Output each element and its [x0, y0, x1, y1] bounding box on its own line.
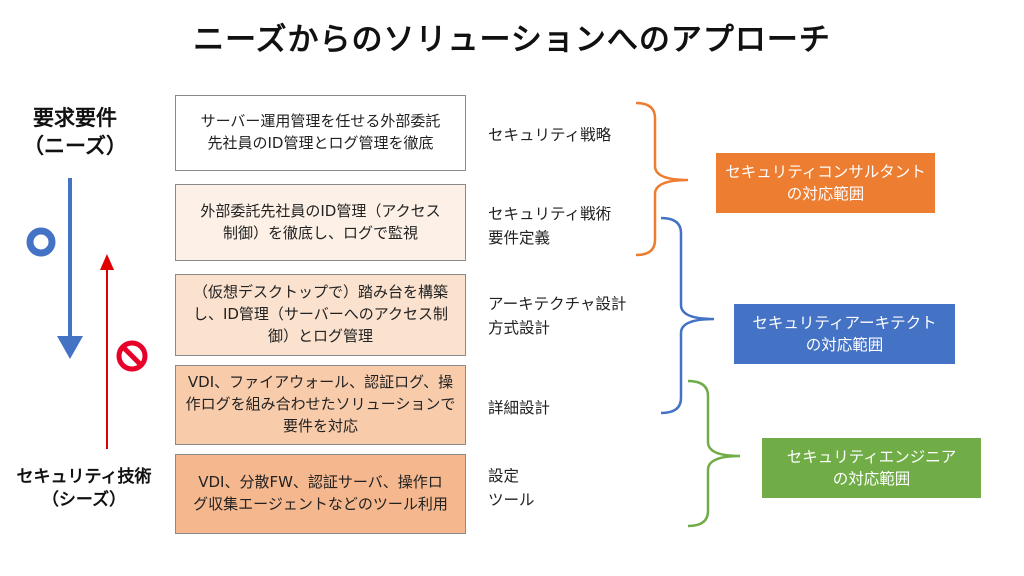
- consultant-bracket: [635, 101, 689, 257]
- requirement-box-5: VDI、分散FW、認証サーバ、操作ロ グ収集エージェントなどのツール利用: [175, 454, 466, 534]
- up-arrow: [100, 254, 114, 449]
- phase-label-strategy: セキュリティ戦略: [488, 126, 612, 144]
- phase-label-architecture: アーキテクチャ設計 方式設計: [488, 295, 627, 338]
- requirement-box-1: サーバー運用管理を任せる外部委託 先社員のID管理とログ管理を徹底: [175, 95, 466, 171]
- requirement-box-3: （仮想デスクトップで）踏み台を構築 し、ID管理（サーバーへのアクセス制 御）と…: [175, 274, 466, 356]
- role-box-engineer: セキュリティエンジニア の対応範囲: [762, 438, 981, 498]
- needs-label: 要求要件 （ニーズ）: [23, 106, 127, 159]
- down-arrow: [57, 178, 83, 359]
- requirement-box-2: 外部委託先社員のID管理（アクセス 制御）を徹底し、ログで監視: [175, 184, 466, 261]
- role-box-architect: セキュリティアーキテクト の対応範囲: [734, 304, 955, 364]
- phase-label-tools: 設定 ツール: [488, 467, 535, 510]
- requirement-box-4: VDI、ファイアウォール、認証ログ、操 作ログを組み合わせたソリューションで 要…: [175, 365, 466, 445]
- page-title: ニーズからのソリューションへのアプローチ: [193, 22, 831, 58]
- prohibited-icon: [116, 340, 148, 372]
- architect-bracket: [660, 216, 715, 415]
- role-box-consultant: セキュリティコンサルタント の対応範囲: [716, 153, 935, 213]
- phase-label-detail-design: 詳細設計: [488, 399, 551, 417]
- engineer-bracket: [687, 379, 741, 528]
- phase-label-tactics: セキュリティ戦術 要件定義: [488, 205, 612, 248]
- seeds-label: セキュリティ技術 （シーズ）: [16, 467, 152, 510]
- circle-icon: [26, 227, 56, 257]
